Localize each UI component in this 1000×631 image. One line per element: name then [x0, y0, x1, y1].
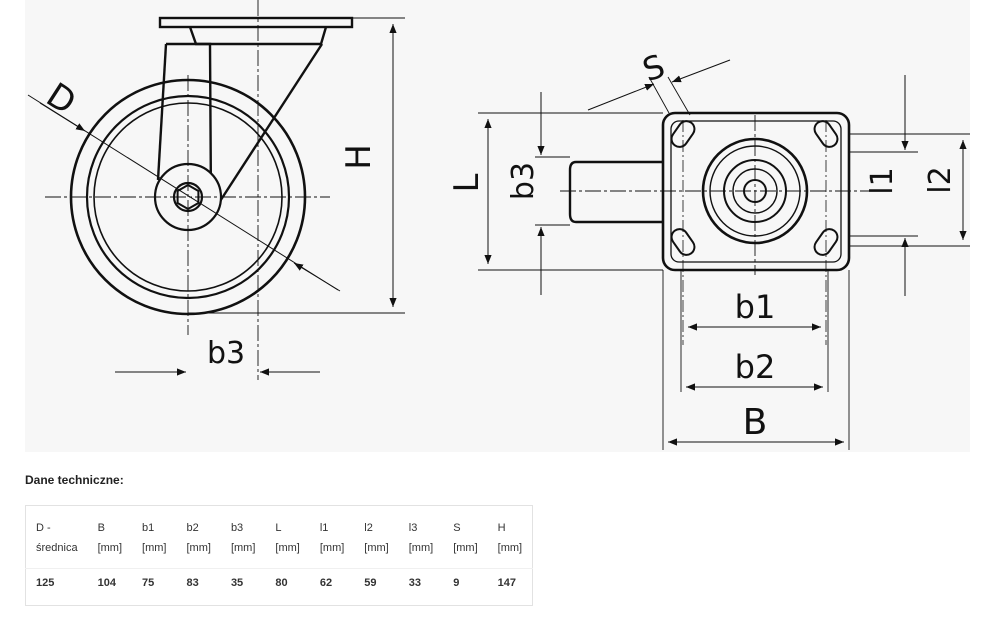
table-cell: 62	[319, 577, 333, 589]
column-unit: [mm]	[497, 542, 523, 554]
column-header: l2 [mm]	[354, 505, 399, 569]
column-name: L	[275, 522, 282, 534]
column-header: l3 [mm]	[398, 505, 444, 569]
table-cell: 80	[275, 577, 288, 589]
column-name: b3	[230, 522, 244, 534]
table-cell: 33	[408, 577, 421, 589]
column-header: L [mm]	[265, 505, 310, 569]
table-cell: 125	[36, 577, 55, 589]
column-unit: [mm]	[275, 542, 300, 554]
table-row: 125 104 75 83 35 80 62 59 33 9 147	[26, 569, 533, 606]
label-b2: b2	[735, 348, 776, 386]
label-l1: l1	[865, 167, 900, 194]
column-header: b3 [mm]	[220, 505, 266, 569]
column-name: B	[97, 522, 105, 534]
table-cell: 9	[453, 577, 460, 589]
column-unit: [mm]	[408, 542, 434, 554]
column-name: H	[497, 522, 506, 534]
table-cell: 83	[186, 577, 199, 589]
column-unit: [mm]	[97, 542, 123, 554]
column-unit: [mm]	[230, 542, 256, 554]
column-unit: średnica	[36, 542, 78, 554]
table-cell: 35	[230, 577, 244, 589]
column-unit: [mm]	[364, 542, 389, 554]
column-header: H [mm]	[487, 505, 533, 569]
column-header: b1 [mm]	[132, 505, 177, 569]
column-unit: [mm]	[142, 542, 167, 554]
column-header: D - średnica	[25, 505, 88, 569]
label-b1: b1	[735, 288, 776, 326]
section-heading: Dane techniczne:	[25, 473, 124, 487]
column-name: D -	[36, 522, 51, 534]
table-cell: 104	[97, 577, 116, 589]
column-unit: [mm]	[186, 542, 211, 554]
column-name: b1	[142, 522, 155, 534]
table-cell: 147	[497, 577, 517, 589]
side-view	[27, 0, 405, 380]
label-l: L	[447, 173, 487, 192]
column-name: b2	[186, 522, 199, 534]
column-name: l2	[364, 522, 373, 534]
top-view	[478, 59, 970, 450]
label-l2: l2	[923, 166, 958, 193]
table-cell: 75	[142, 577, 155, 589]
table-cell: 59	[364, 577, 377, 589]
label-b: B	[743, 402, 768, 443]
column-header: l1 [mm]	[309, 505, 355, 569]
column-name: l3	[408, 522, 418, 534]
column-unit: [mm]	[453, 542, 478, 554]
column-unit: [mm]	[319, 542, 345, 554]
label-b3-left: b3	[207, 336, 245, 371]
label-b3-right: b3	[506, 162, 541, 200]
label-h: H	[339, 144, 379, 170]
column-name: S	[453, 522, 461, 534]
column-header: B [mm]	[87, 505, 133, 569]
column-header: b2 [mm]	[176, 505, 221, 569]
column-header: S [mm]	[443, 505, 488, 569]
column-name: l1	[319, 522, 329, 534]
technical-drawing: D H b3	[27, 0, 970, 450]
